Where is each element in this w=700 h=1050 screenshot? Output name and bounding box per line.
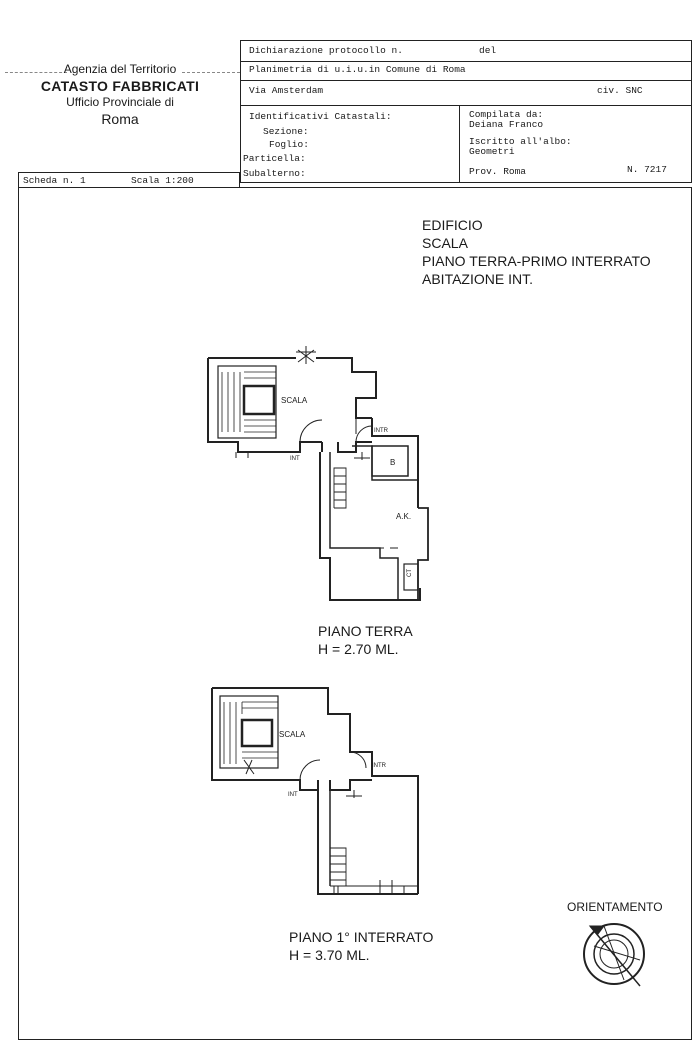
header-split [459,105,460,182]
room-b-label: B [390,458,396,467]
agency-block: Agenzia del Territorio CATASTO FABBRICAT… [0,62,240,128]
address-text: Via Amsterdam [249,85,324,96]
intr-label-terra: INTR [374,428,388,434]
int-label-terra: INT [290,456,300,462]
plan-piano-interrato [211,687,419,895]
subalterno-label: Subalterno: [243,168,306,179]
drawing-frame [18,187,692,1040]
piano-interrato-height: H = 3.70 ML. [289,947,370,963]
compilata-name: Deiana Franco [469,119,544,130]
title-piani: PIANO TERRA-PRIMO INTERRATO [422,253,651,269]
header-row-protocollo [241,41,691,62]
numero-text: N. 7217 [627,164,667,175]
header-rule-left [5,72,67,73]
scala-label: Scala 1:200 [131,175,194,186]
ct-label: CT [407,569,413,577]
compilata-label: Compilata da: [469,109,544,120]
scala-label-terra: SCALA [281,396,308,405]
foglio-label: Foglio: [269,139,309,150]
identificativi-label: Identificativi Catastali: [249,111,392,122]
piano-terra-height: H = 2.70 ML. [318,641,399,657]
piano-interrato-title: PIANO 1° INTERRATO [289,929,434,945]
header-box: Dichiarazione protocollo n. del Planimet… [240,40,692,183]
compass-icon [583,923,645,987]
title-scala: SCALA [422,235,468,251]
agency-name: Agenzia del Territorio [63,62,177,76]
iscritto-value: Geometri [469,146,515,157]
iscritto-label: Iscritto all'albo: [469,136,572,147]
particella-label: Particella: [243,153,306,164]
planimetria-text: Planimetria di u.i.u.in Comune di Roma [249,64,466,75]
caption-piano-terra: PIANO TERRA H = 2.70 ML. [318,622,413,658]
protocollo-label: Dichiarazione protocollo n. [249,45,403,56]
agency-ufficio: Ufficio Provinciale di [66,95,174,109]
title-abitazione: ABITAZIONE INT. [422,271,533,287]
orientamento-label: ORIENTAMENTO [567,900,663,914]
header-row-address [241,80,691,106]
int-label-interrato: INT [288,792,298,798]
header-row-planimetria [241,61,691,81]
title-block: EDIFICIO SCALA PIANO TERRA-PRIMO INTERRA… [422,216,651,288]
agency-city: Roma [101,111,139,127]
del-label: del [479,45,497,56]
caption-piano-interrato: PIANO 1° INTERRATO H = 3.70 ML. [289,928,433,964]
sezione-label: Sezione: [263,126,309,137]
piano-terra-title: PIANO TERRA [318,623,413,639]
scheda-label: Scheda n. 1 [23,175,86,186]
header-rule-right [182,72,240,73]
agency-catasto: CATASTO FABBRICATI [40,78,200,94]
intr-label-interrato: INTR [372,763,386,769]
room-ak-label: A.K. [396,512,412,521]
prov-text: Prov. Roma [469,166,527,177]
title-edificio: EDIFICIO [422,217,483,233]
plan-piano-terra [207,346,429,601]
scala-label-interrato: SCALA [279,730,306,739]
civ-text: civ. SNC [597,85,643,96]
